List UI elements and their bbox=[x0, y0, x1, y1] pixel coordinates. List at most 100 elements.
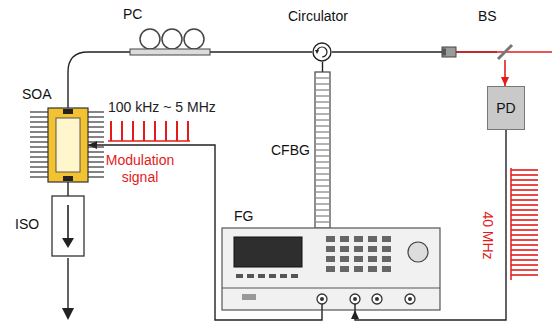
grating-line bbox=[316, 216, 329, 217]
beam-splitter-shape bbox=[497, 44, 513, 60]
connector-line bbox=[67, 182, 68, 196]
component-label: PC bbox=[123, 6, 142, 22]
component-label: SOA bbox=[22, 86, 52, 102]
comb-tooth bbox=[511, 259, 538, 261]
rf-comb bbox=[511, 168, 538, 280]
component-label: Circulator bbox=[288, 8, 348, 24]
comb-tooth bbox=[511, 174, 538, 176]
grating-line bbox=[316, 222, 329, 223]
comb-tooth bbox=[511, 219, 538, 221]
polarization-controller: PC bbox=[130, 28, 210, 58]
component-label: BS bbox=[478, 8, 497, 24]
comb-tooth bbox=[511, 199, 538, 201]
fg-key bbox=[326, 246, 335, 252]
fg-key bbox=[340, 256, 349, 262]
fg-connector-pin bbox=[353, 297, 357, 301]
fin bbox=[30, 151, 48, 152]
fin bbox=[30, 176, 48, 177]
fg-connector bbox=[372, 294, 382, 304]
fin bbox=[30, 141, 48, 142]
comb-tooth bbox=[511, 189, 538, 191]
isolator-arrowhead bbox=[62, 238, 74, 248]
connector-line bbox=[210, 51, 312, 52]
grating-line bbox=[316, 114, 329, 115]
fin bbox=[88, 146, 104, 147]
isolator-body bbox=[52, 196, 84, 256]
frequency-label: 40 MHz bbox=[478, 211, 495, 259]
function-generator: FG bbox=[222, 228, 440, 310]
fin bbox=[30, 131, 48, 132]
grating-line bbox=[316, 78, 329, 79]
fg-connector-pin bbox=[375, 297, 379, 301]
fg-connector-pin bbox=[408, 297, 412, 301]
polarization-controller-shape bbox=[130, 28, 210, 58]
fin bbox=[88, 116, 104, 117]
grating-line bbox=[316, 192, 329, 193]
isolator-arrow bbox=[67, 205, 69, 240]
fin bbox=[30, 171, 48, 172]
component-label: ISO bbox=[15, 216, 39, 232]
fg-key bbox=[382, 236, 391, 242]
comb-tooth bbox=[511, 264, 538, 266]
output-line bbox=[67, 258, 68, 312]
grating-line bbox=[316, 210, 329, 211]
paddle bbox=[184, 29, 204, 49]
fg-key bbox=[326, 236, 335, 242]
fin bbox=[30, 136, 48, 137]
soa: SOA bbox=[48, 108, 88, 182]
fin bbox=[88, 151, 104, 152]
comb-tooth bbox=[511, 224, 538, 226]
fin bbox=[30, 111, 48, 112]
circulator: Circulator bbox=[312, 42, 332, 62]
paddle bbox=[162, 29, 182, 49]
grating-line bbox=[316, 90, 329, 91]
fin bbox=[88, 111, 104, 112]
grating-line bbox=[316, 102, 329, 103]
comb-tooth bbox=[511, 184, 538, 186]
fin bbox=[88, 156, 104, 157]
fg-button bbox=[280, 274, 287, 278]
grating-line bbox=[316, 186, 329, 187]
fin bbox=[30, 161, 48, 162]
comb-tooth bbox=[511, 249, 538, 251]
fg-button bbox=[258, 274, 265, 278]
fg-key bbox=[382, 266, 391, 272]
comb-tooth bbox=[187, 121, 189, 141]
circulator-body bbox=[313, 43, 331, 61]
fin bbox=[30, 166, 48, 167]
fg-key bbox=[354, 236, 363, 242]
fg-key bbox=[326, 266, 335, 272]
grating-line bbox=[316, 150, 329, 151]
comb-tooth bbox=[143, 121, 145, 141]
fg-connector bbox=[350, 294, 360, 304]
fg-knob bbox=[408, 242, 428, 262]
fin bbox=[30, 126, 48, 127]
fg-key bbox=[340, 246, 349, 252]
fin bbox=[88, 131, 104, 132]
isolator-shape bbox=[52, 196, 84, 256]
paddle bbox=[140, 29, 160, 49]
grating-line bbox=[316, 174, 329, 175]
fin bbox=[88, 166, 104, 167]
fin bbox=[88, 161, 104, 162]
optical-beam bbox=[504, 60, 506, 86]
fg-key bbox=[326, 256, 335, 262]
fg-key bbox=[368, 236, 377, 242]
grating-line bbox=[316, 180, 329, 181]
soa-port bbox=[63, 176, 73, 181]
fin bbox=[30, 156, 48, 157]
comb-tooth bbox=[511, 169, 538, 171]
fg-housing bbox=[222, 228, 440, 310]
fg-lead bbox=[354, 304, 355, 310]
comb-tooth bbox=[165, 121, 167, 141]
grating-line bbox=[316, 144, 329, 145]
comb-tooth bbox=[511, 214, 538, 216]
comb-tooth bbox=[511, 234, 538, 236]
fg-lead bbox=[321, 304, 322, 310]
modulation-comb bbox=[108, 121, 190, 141]
circulator-arrow bbox=[317, 47, 327, 57]
fg-button bbox=[291, 274, 298, 278]
grating-line bbox=[316, 120, 329, 121]
circulator-arrowhead bbox=[315, 50, 319, 54]
grating-line bbox=[316, 126, 329, 127]
